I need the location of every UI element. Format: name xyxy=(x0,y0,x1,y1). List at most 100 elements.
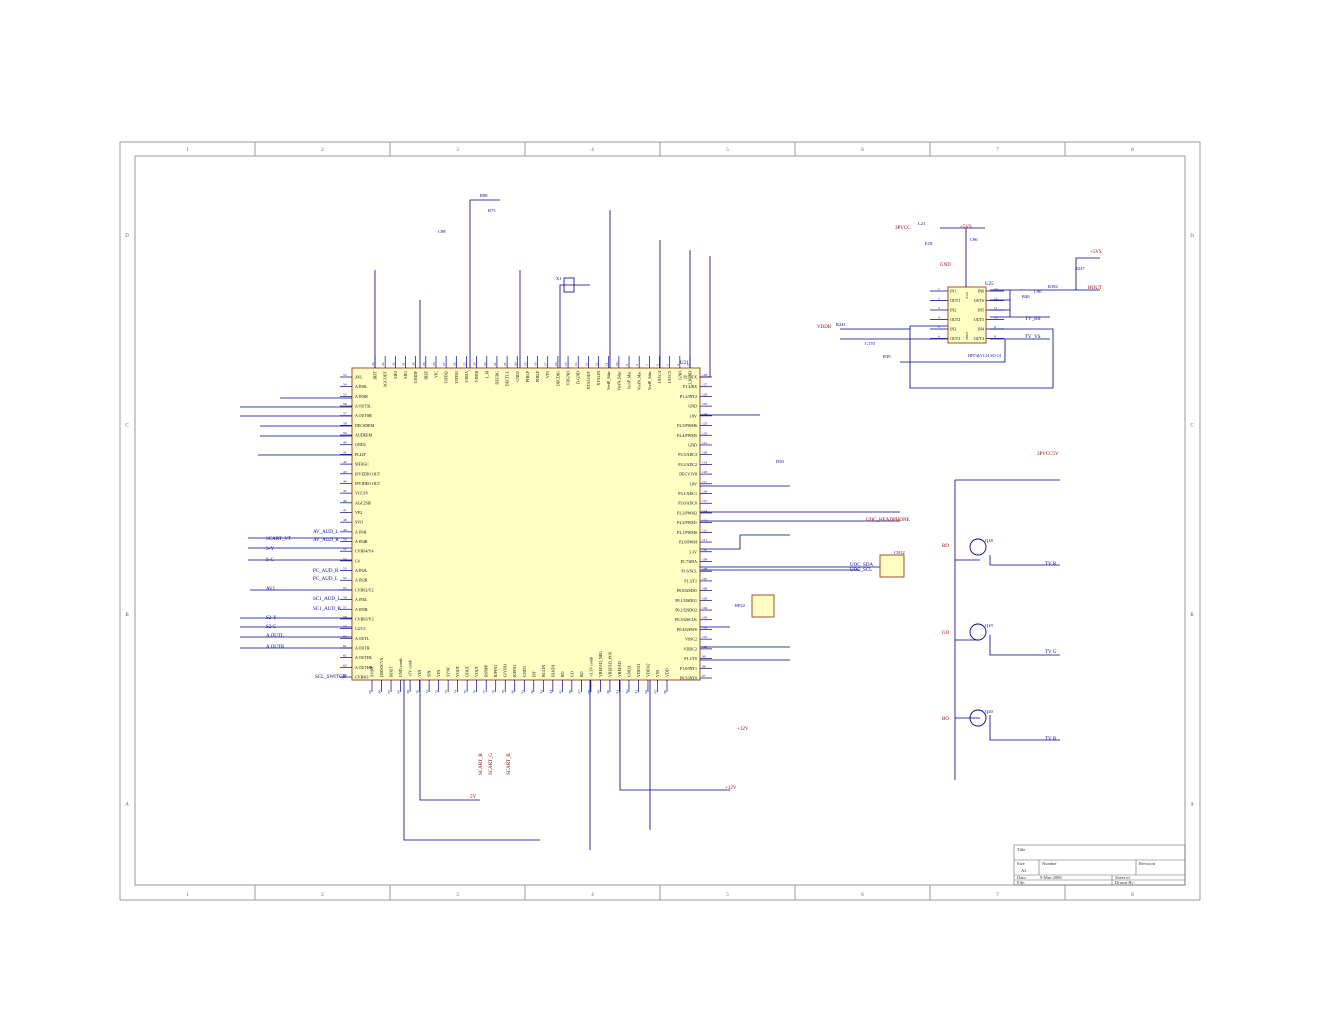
pin-number: 116 xyxy=(702,490,707,494)
pin-number: 55 xyxy=(343,586,347,590)
pin-number: 53 xyxy=(343,567,347,571)
pin-number: 24 xyxy=(473,362,477,366)
sync-ic-body xyxy=(947,286,987,344)
pin-name: P1.4/RX xyxy=(683,384,697,389)
net-hout: HOUT xyxy=(1088,286,1102,291)
pin-name: RO xyxy=(560,671,565,677)
net-g0: GO xyxy=(942,631,950,636)
pin-name: I_M xyxy=(484,371,489,378)
pin-name: CVBSO xyxy=(355,675,368,680)
pin-number: 13 xyxy=(584,362,588,366)
pin-name: FBISOCVS xyxy=(379,658,384,677)
pin-number: 117 xyxy=(702,480,707,484)
pin-name: P2.0/PWM xyxy=(679,540,697,545)
pin-number: 22 xyxy=(493,362,497,366)
pin-number: 64 xyxy=(343,673,347,677)
pin-number: 74 xyxy=(454,690,458,694)
net-sy: S-Y xyxy=(266,547,274,552)
pin-name: VIFIN2 xyxy=(444,371,449,384)
pin-number: 78 xyxy=(492,690,496,694)
pin-number: 66 xyxy=(378,690,382,694)
pin-name: BSNPP xyxy=(484,664,489,677)
sync-ic-ref: U25 xyxy=(985,282,994,287)
pin-name: VIFIN1 xyxy=(454,371,459,384)
pin-name: OUT6 xyxy=(974,298,984,303)
pin-name: DECDIG xyxy=(555,371,560,386)
pin-number: 95 xyxy=(653,690,657,694)
net-scart-g: SCART_G xyxy=(489,753,494,775)
pin-name: GNDIF xyxy=(413,370,418,383)
row-marker: C xyxy=(125,423,129,428)
pin-name: AVL xyxy=(355,375,363,380)
transistor-q19-icon xyxy=(969,623,987,641)
pin-name: IN5 xyxy=(978,308,984,313)
net-sc1-aud-r: SC1_AUD_R xyxy=(313,607,341,612)
pin-name: SIF2 xyxy=(393,371,398,379)
title-label: Title xyxy=(1017,847,1025,852)
pin-number: 70 xyxy=(416,690,420,694)
pin-name: PHILP xyxy=(535,370,540,382)
revision-label: Revision xyxy=(1139,861,1156,866)
part-c90: C90 xyxy=(1034,289,1042,294)
pin-number: 118 xyxy=(702,470,707,474)
pin-number: 98 xyxy=(702,664,706,668)
pin-number: 33 xyxy=(381,362,385,366)
pin-name: BCLIN xyxy=(541,665,546,677)
pin-name: OUT2 xyxy=(950,317,960,322)
pin-name: XTALOUT xyxy=(586,370,591,389)
pin-number: 15 xyxy=(564,362,568,366)
transistor-symbols xyxy=(969,538,987,727)
pin-name: UOUT xyxy=(465,665,470,677)
pin-number: 43 xyxy=(343,470,347,474)
pin-number: 57 xyxy=(343,605,347,609)
pin-name: VREFAD_POS xyxy=(607,652,612,677)
pin-name: P1.1/T0 xyxy=(684,656,697,661)
pin-name: GND xyxy=(677,371,682,380)
net-av1: AV1 xyxy=(266,587,276,592)
pin-name: SIF1 xyxy=(403,371,408,379)
column-marker: 7 xyxy=(996,893,999,898)
pin-name: VSSC2 xyxy=(685,637,697,642)
pin-name: A INSL xyxy=(355,384,368,389)
pin-number: 50 xyxy=(343,538,347,542)
pin-number: 60 xyxy=(343,634,347,638)
pin-name: A IN4R xyxy=(355,539,368,544)
row-marker: D xyxy=(1190,234,1194,239)
pin-number: 52 xyxy=(343,557,347,561)
pin-number: 106 xyxy=(702,587,708,591)
pin-name: YOUT xyxy=(455,665,460,677)
pin-name: GND2 xyxy=(355,442,366,447)
pin-number: 59 xyxy=(343,431,347,435)
pin-name: P1.7/SDA xyxy=(681,559,697,564)
sheet-label: Sheet of xyxy=(1115,875,1130,880)
pin-name: AGC2SIF xyxy=(355,500,372,505)
pin-number: 57 xyxy=(343,412,347,416)
column-marker: 1 xyxy=(186,148,189,153)
pin-number: 5 xyxy=(666,364,670,366)
pin-number: 9 xyxy=(994,325,996,329)
pin-name: A INSR xyxy=(355,394,368,399)
column-marker: 4 xyxy=(591,148,594,153)
pin-number: 8 xyxy=(994,335,996,339)
part-e18: E18 xyxy=(925,241,933,246)
size-label: Size xyxy=(1017,861,1025,866)
part-r247: R247 xyxy=(1075,266,1086,271)
pin-name: AUDEEM xyxy=(355,433,373,438)
pin-name: OUT3 xyxy=(950,336,960,341)
part-r39: R39 xyxy=(883,354,891,359)
pin-number: 28 xyxy=(432,362,436,366)
pin-name: A OUTHL xyxy=(355,655,373,660)
net-labels: +5VS +5VS HOUT TV_HS TV_VS VDDR 3PVCC GN… xyxy=(266,225,1102,800)
pin-name: P1.5/TX xyxy=(683,375,697,380)
pin-name: VrefN_Sdac xyxy=(616,371,621,391)
pin-name: IN6 xyxy=(978,289,984,294)
pin-number: 81 xyxy=(520,690,524,694)
pin-name: G/YIN1 xyxy=(503,664,508,677)
pin-number: 97 xyxy=(702,674,706,678)
pin-number: 68 xyxy=(397,690,401,694)
pin-number: 4 xyxy=(676,364,680,366)
net-vddr: VDDR xyxy=(817,325,832,330)
pin-name: XTALIN xyxy=(596,371,601,386)
pin-number: 11 xyxy=(994,306,998,310)
pin-name: DECSDEM xyxy=(355,423,375,428)
